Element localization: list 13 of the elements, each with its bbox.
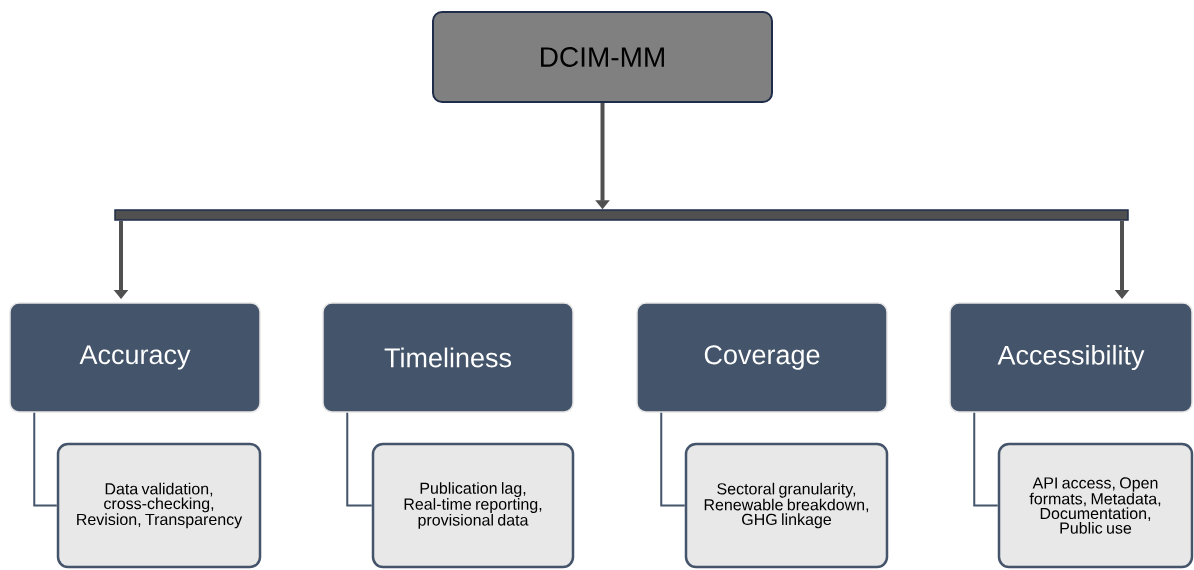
- connector-line: [660, 411, 686, 507]
- detail-box: Data validation, cross-checking, Revision, Transparency: [56, 442, 262, 569]
- category-box: Accuracy: [9, 302, 261, 413]
- detail-box: Sectoral granularity, Renewable breakdown, GHG linkage: [684, 442, 889, 569]
- connector-line: [973, 411, 999, 507]
- category-box: Timeliness: [322, 302, 574, 413]
- detail-box: API access, Open formats, Metadata, Documentation, Public use: [997, 442, 1194, 569]
- connector-line: [346, 411, 373, 507]
- connector-line: [33, 411, 58, 507]
- detail-box: Publication lag, Real-time reporting, provisional data: [371, 442, 575, 569]
- root-box: DCIM-MM: [432, 11, 773, 103]
- category-box: Accessibility: [949, 302, 1193, 413]
- category-box: Coverage: [636, 302, 888, 413]
